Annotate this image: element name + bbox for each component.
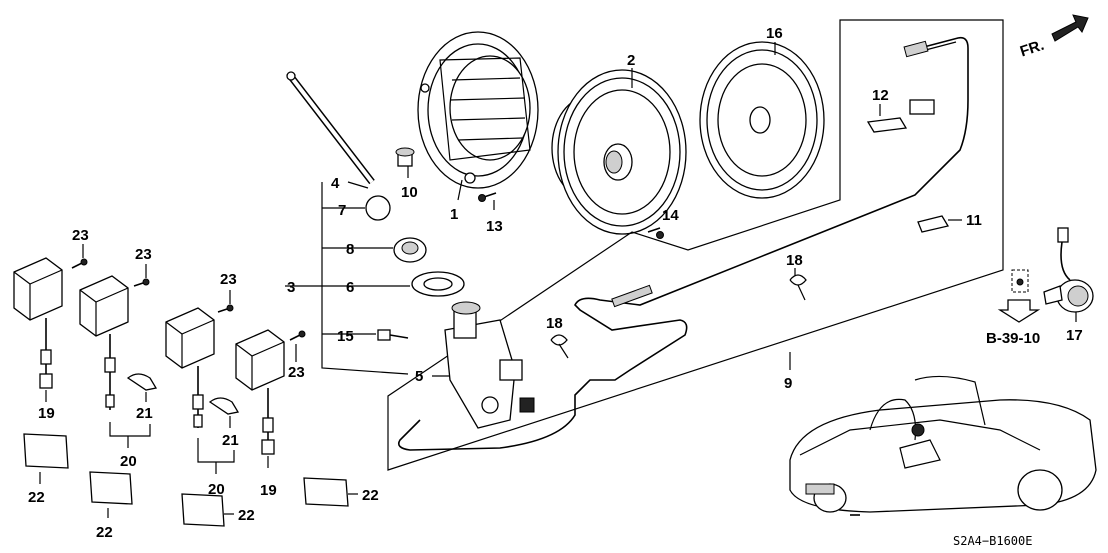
label-23c: 23 (220, 271, 237, 288)
antenna-mast (286, 71, 391, 221)
reference-box (1011, 269, 1029, 293)
label-17: 17 (1066, 327, 1083, 344)
screw-23c (217, 304, 234, 313)
screw-23b (133, 278, 150, 287)
label-14: 14 (662, 207, 679, 224)
label-9: 9 (784, 375, 792, 392)
antenna-cable (397, 36, 969, 451)
front-direction-label: FR. (1018, 37, 1046, 61)
label-22c: 22 (238, 507, 255, 524)
grommet-8 (393, 237, 427, 263)
antenna-motor-assembly (444, 301, 535, 429)
label-22b: 22 (96, 524, 113, 541)
drawing-code: S2A4−B1600E (953, 534, 1032, 548)
reference-label: B-39-10 (986, 330, 1040, 347)
label-18a: 18 (786, 252, 803, 269)
clip-18b (550, 334, 569, 359)
pad-22a (23, 433, 69, 469)
module-left-2 (79, 275, 129, 410)
label-19a: 19 (38, 405, 55, 422)
module-left-1 (13, 257, 63, 389)
label-2: 2 (627, 52, 635, 69)
car-illustration (789, 375, 1097, 516)
clamp-21a (126, 373, 158, 391)
label-3: 3 (287, 279, 295, 296)
label-21a: 21 (136, 405, 153, 422)
label-15: 15 (337, 328, 354, 345)
label-6: 6 (346, 279, 354, 296)
module-left-3 (165, 307, 215, 428)
pad-22b (89, 471, 133, 505)
bracket-20a (109, 422, 151, 437)
screw-13 (478, 192, 497, 202)
antenna-cable-group-outline (387, 19, 1004, 471)
pad-22d (303, 477, 349, 507)
tweeter-17 (1043, 227, 1094, 313)
clip-10 (395, 147, 415, 167)
label-18b: 18 (546, 315, 563, 332)
clip-11 (917, 215, 950, 233)
label-23d: 23 (288, 364, 305, 381)
clip-12 (866, 117, 908, 133)
speaker-2 (551, 69, 687, 235)
label-12: 12 (872, 87, 889, 104)
speaker-16 (699, 41, 825, 199)
label-16: 16 (766, 25, 783, 42)
screw-14 (647, 227, 664, 239)
label-19b: 19 (260, 482, 277, 499)
label-13: 13 (486, 218, 503, 235)
label-11: 11 (966, 212, 982, 229)
bolt-15 (377, 329, 409, 341)
label-7: 7 (338, 202, 346, 219)
gasket-6 (411, 271, 465, 297)
clip-18a (789, 274, 807, 301)
label-10: 10 (401, 184, 418, 201)
label-4: 4 (331, 175, 340, 192)
label-8: 8 (346, 241, 354, 258)
label-23a: 23 (72, 227, 89, 244)
label-20a: 20 (120, 453, 137, 470)
clamp-21b (208, 397, 240, 415)
screw-23a (71, 258, 88, 269)
label-21b: 21 (222, 432, 239, 449)
module-left-4 (235, 329, 285, 455)
label-22d: 22 (362, 487, 379, 504)
label-1: 1 (450, 206, 458, 223)
front-direction-arrow (1051, 14, 1089, 42)
label-22a: 22 (28, 489, 45, 506)
reference-arrow (997, 299, 1041, 323)
label-20b: 20 (208, 481, 225, 498)
screw-23d (289, 330, 306, 341)
label-5: 5 (415, 368, 423, 385)
label-23b: 23 (135, 246, 152, 263)
speaker-housing (417, 31, 539, 189)
pad-22c (181, 493, 225, 527)
